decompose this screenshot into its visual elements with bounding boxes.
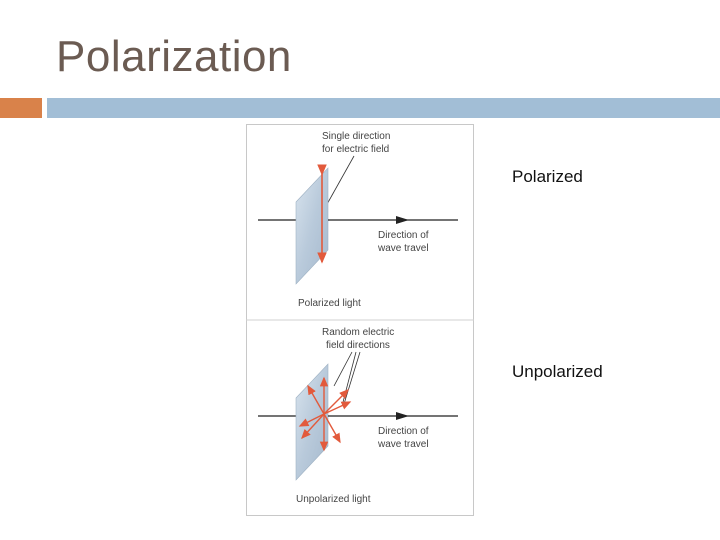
polarized-callout-line1: Single direction bbox=[322, 131, 390, 142]
unpolarized-callout-line1: Random electric bbox=[322, 327, 394, 338]
unpolarized-travel-line2: wave travel bbox=[377, 439, 429, 450]
title-accent-bar bbox=[0, 98, 42, 118]
polarized-travel-line1: Direction of bbox=[378, 230, 429, 241]
unpolarized-callout-line2: field directions bbox=[326, 340, 390, 351]
title-rule-bar bbox=[47, 98, 720, 118]
unpolarized-travel-line1: Direction of bbox=[378, 426, 429, 437]
polarized-callout-line2: for electric field bbox=[322, 144, 389, 155]
unpolarized-caption: Unpolarized light bbox=[296, 494, 371, 505]
polarization-figure: Single direction for electric field Dire… bbox=[246, 124, 474, 516]
polarized-travel-line2: wave travel bbox=[377, 243, 429, 254]
unpolarized-label: Unpolarized bbox=[512, 362, 603, 382]
slide-title: Polarization bbox=[56, 32, 292, 82]
polarized-label: Polarized bbox=[512, 167, 583, 187]
polarized-caption: Polarized light bbox=[298, 298, 361, 309]
